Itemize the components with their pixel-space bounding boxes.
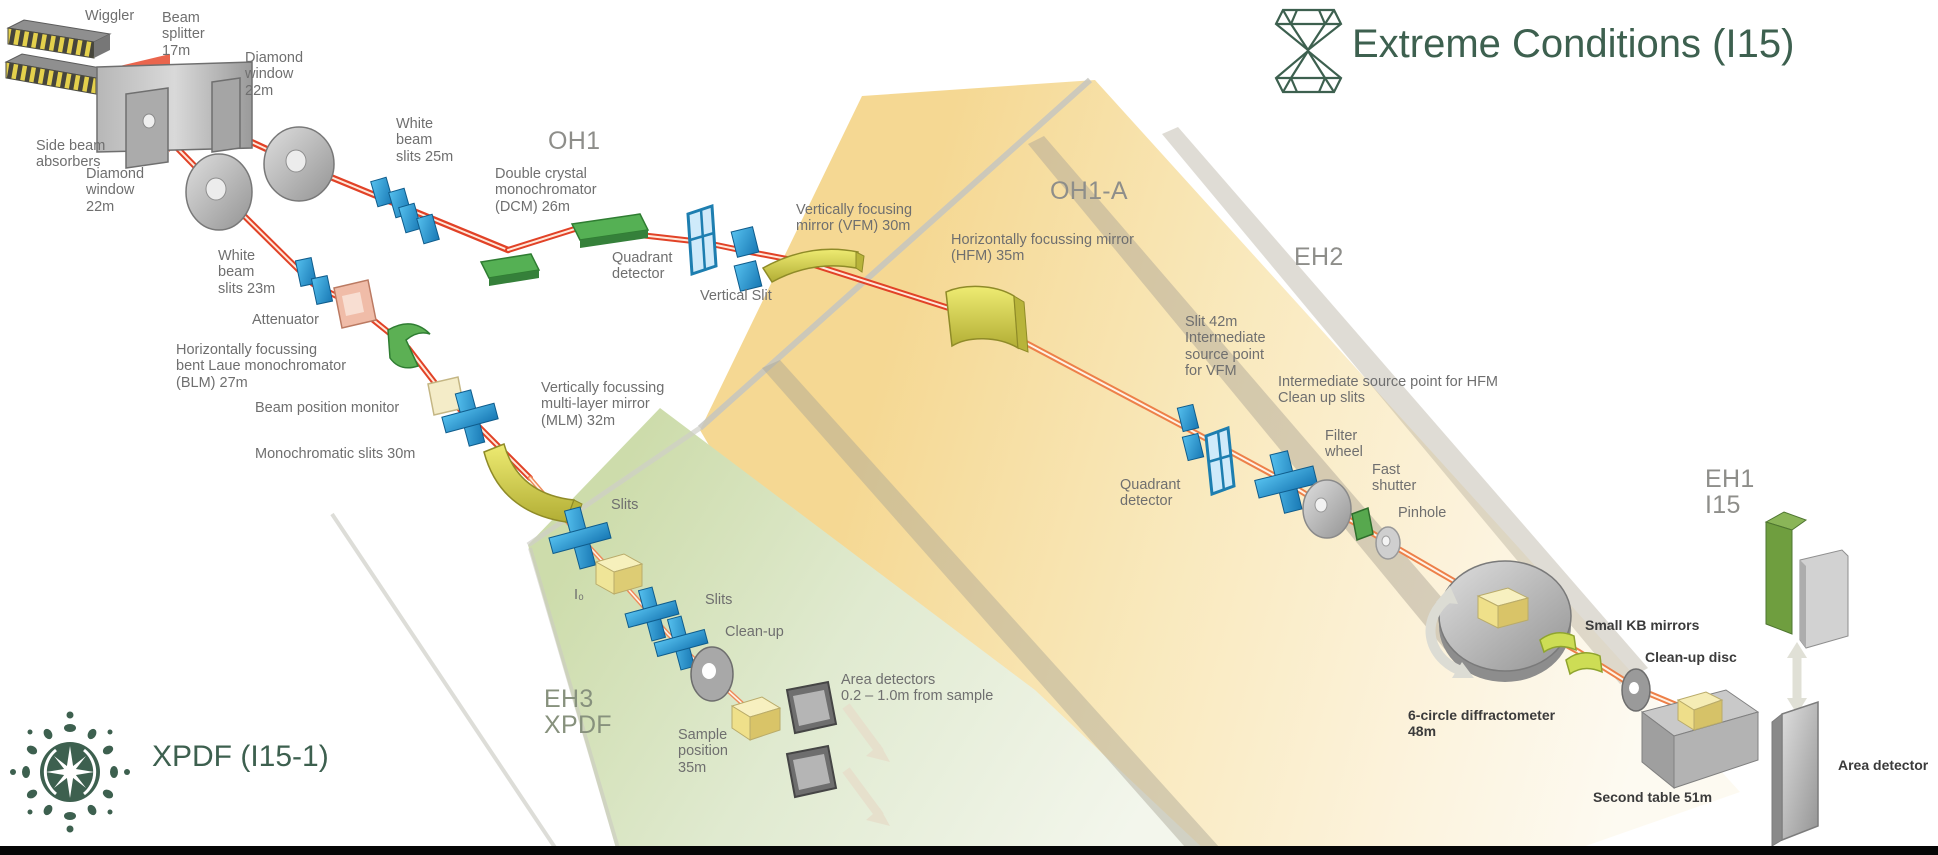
section-eh1: EH1 I15	[1705, 465, 1755, 520]
quadrant-detector-1-figure	[686, 203, 718, 277]
cleanup-figure	[690, 646, 734, 702]
label-vertical-slit: Vertical Slit	[700, 288, 772, 304]
pinhole-figure	[1375, 526, 1401, 560]
label-clean-up-disc: Clean-up disc	[1645, 649, 1737, 665]
mono-slits-figure	[441, 389, 499, 447]
label-int-source-hfm: Intermediate source point for HFM Clean …	[1278, 374, 1499, 407]
xpdf-logo-text: XPDF (I15-1)	[152, 740, 329, 773]
label-blm: Horizontally focussing bent Laue monochr…	[176, 342, 347, 391]
diamond-window-lower-figure	[185, 153, 253, 231]
area-detectors-figure	[785, 680, 890, 826]
detector-translation-arrow-icon	[1787, 642, 1807, 714]
cleanup-disc-figure	[1621, 668, 1651, 712]
kb-mirrors-figure	[1539, 632, 1603, 676]
white-beam-slits-25-figure	[370, 176, 440, 245]
label-slit-42: Slit 42m Intermediate source point for V…	[1185, 314, 1266, 380]
label-area-detectors: Area detectors 0.2 – 1.0m from sample	[841, 672, 994, 705]
label-quadrant-detector-2: Quadrant detector	[1120, 477, 1181, 510]
vfm-figure	[761, 248, 865, 283]
label-side-beam-absorbers: Side beam absorbers	[36, 138, 106, 171]
label-dcm: Double crystal monochromator (DCM) 26m	[495, 166, 597, 215]
blm-figure	[387, 323, 431, 369]
section-oh1: OH1	[548, 127, 601, 155]
label-quadrant-detector-1: Quadrant detector	[612, 250, 673, 283]
label-beam-position-monitor: Beam position monitor	[255, 400, 400, 416]
diamond-window-top-figure	[263, 126, 335, 202]
eh1-cabinet-figure	[1764, 511, 1849, 649]
label-mlm: Vertically focussing multi-layer mirror …	[541, 380, 665, 429]
slits-b-figure	[624, 586, 709, 671]
label-second-table: Second table 51m	[1593, 789, 1713, 805]
label-fast-shutter: Fast shutter	[1372, 462, 1417, 495]
hfm-figure	[945, 285, 1029, 353]
label-beam-splitter: Beam splitter 17m	[162, 10, 205, 59]
label-sample-position: Sample position 35m	[678, 727, 728, 776]
section-eh3: EH3 XPDF	[544, 685, 612, 740]
white-beam-slits-23-figure	[294, 257, 334, 305]
section-eh2: EH2	[1294, 243, 1344, 271]
label-wiggler: Wiggler	[85, 8, 135, 24]
vertical-slit-figure	[730, 226, 763, 292]
beam-splitter-figure	[96, 61, 253, 169]
label-i0: I₀	[574, 587, 585, 603]
label-attenuator: Attenuator	[252, 312, 319, 328]
label-slits-b: Slits	[705, 592, 733, 608]
filter-wheel-figure	[1302, 479, 1352, 539]
diffractometer-figure	[1425, 560, 1572, 682]
slits-a-figure	[548, 506, 612, 570]
section-oh1a: OH1-A	[1050, 177, 1128, 205]
label-diamond-window-top: Diamond window 22m	[245, 50, 304, 99]
sample-figure	[730, 696, 782, 741]
cleanup-slits-figure	[1254, 450, 1318, 514]
label-monochromatic-slits: Monochromatic slits 30m	[255, 446, 416, 462]
label-slits-a: Slits	[611, 497, 639, 513]
area-detector-figure	[1771, 642, 1819, 847]
i0-figure	[594, 553, 644, 595]
label-clean-up: Clean-up	[725, 624, 784, 640]
label-hfm: Horizontally focussing mirror (HFM) 35m	[951, 232, 1134, 265]
quadrant-detector-2-figure	[1176, 403, 1236, 497]
diamond-anvil-icon	[1274, 8, 1343, 94]
label-filter-wheel: Filter wheel	[1325, 428, 1363, 461]
diffractometer-rotation-arrow-icon	[1425, 586, 1474, 678]
label-diamond-window-lower: Diamond window 22m	[86, 166, 145, 215]
fast-shutter-figure	[1351, 506, 1374, 542]
detector-distance-arrow-icon	[842, 703, 890, 826]
dcm-figure	[479, 213, 650, 286]
label-six-circle: 6-circle diffractometer 48m	[1408, 707, 1556, 739]
label-vfm: Vertically focusing mirror (VFM) 30m	[796, 202, 913, 235]
attenuator-figure	[333, 279, 377, 329]
xpdf-starburst-icon	[10, 711, 130, 833]
label-area-detector: Area detector	[1838, 757, 1929, 773]
second-table-figure	[1640, 689, 1760, 790]
label-pinhole: Pinhole	[1398, 505, 1447, 521]
extreme-conditions-logo-text: Extreme Conditions (I15)	[1352, 22, 1795, 66]
label-small-kb: Small KB mirrors	[1585, 617, 1700, 633]
label-white-beam-slits-25: White beam slits 25m	[396, 116, 454, 165]
wiggler-figure	[4, 19, 114, 95]
bottom-bar	[0, 846, 1938, 855]
label-white-beam-slits-23: White beam slits 23m	[218, 248, 276, 297]
